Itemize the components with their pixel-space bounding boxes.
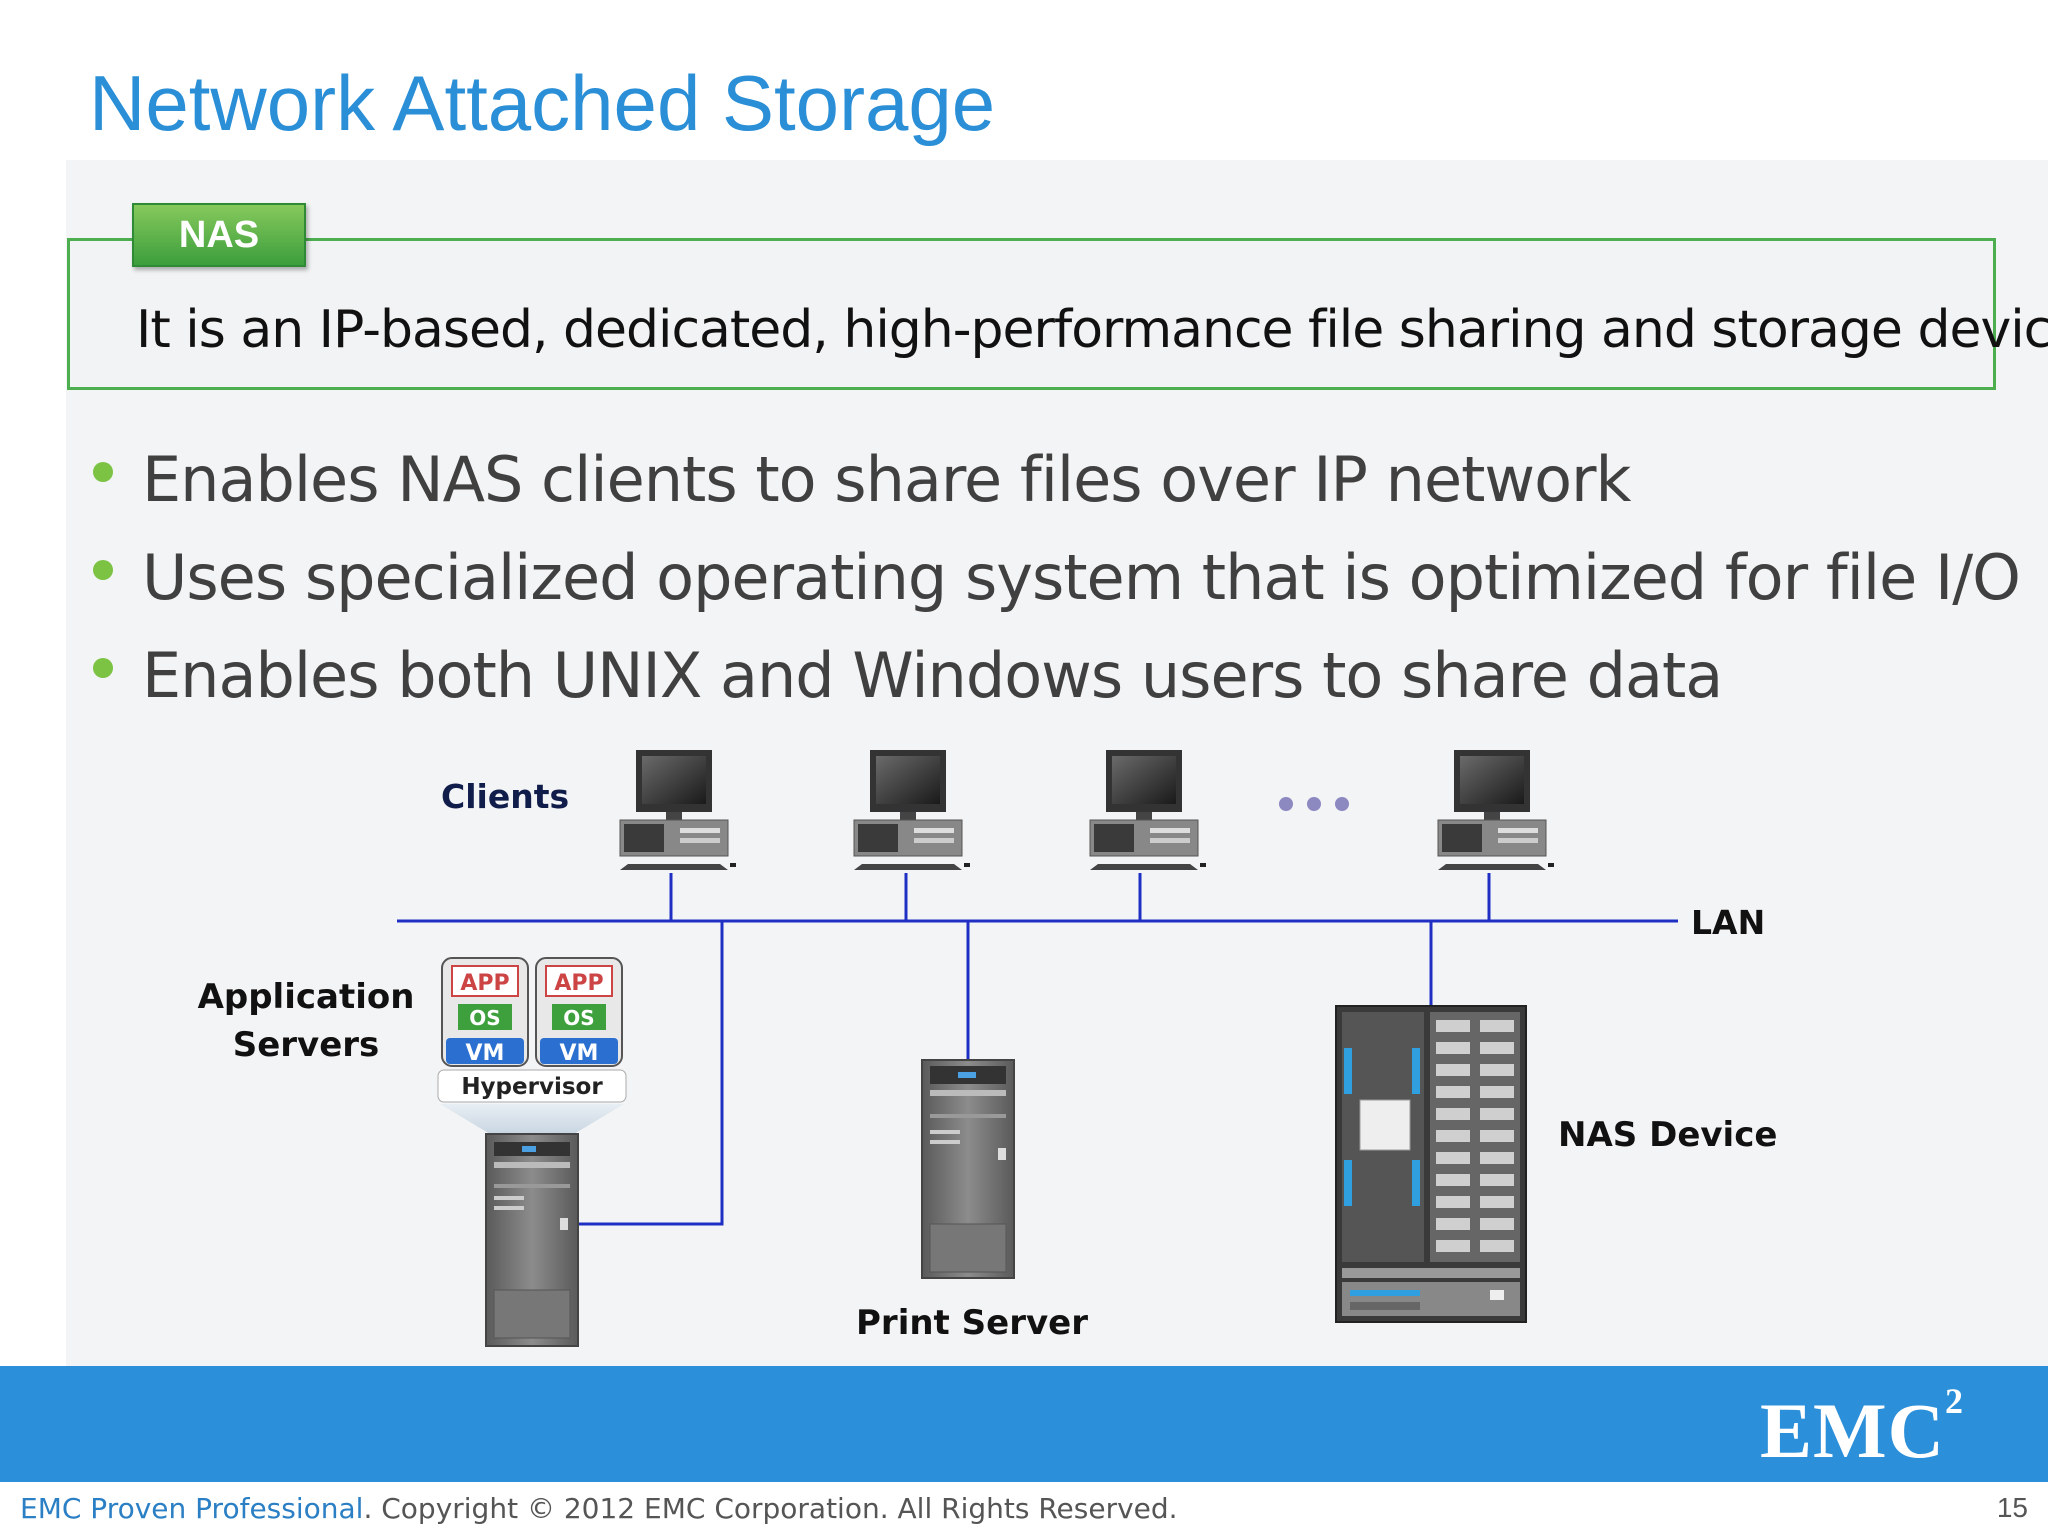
- bullet-item: Enables both UNIX and Windows users to s…: [88, 636, 2020, 734]
- clients-label: Clients: [441, 777, 569, 816]
- bullet-text: Enables both UNIX and Windows users to s…: [142, 639, 1723, 712]
- print-server-tower-icon: [921, 1059, 1015, 1279]
- app-servers-label-line1: Application: [198, 977, 415, 1017]
- vm-app-label: APP: [460, 971, 509, 996]
- app-servers-label-line2: Servers: [233, 1025, 380, 1065]
- lan-label: LAN: [1691, 903, 1765, 942]
- footer-copyright: EMC Proven Professional. Copyright © 201…: [20, 1492, 1178, 1525]
- vm-icon: APP OS VM: [441, 957, 529, 1067]
- bullet-item: Uses specialized operating system that i…: [88, 538, 2021, 636]
- client-computer-icon: [1089, 749, 1207, 871]
- definition-tag: NAS: [132, 203, 306, 267]
- client-computer-icon: [619, 749, 737, 871]
- page-number: 15: [1996, 1492, 2028, 1523]
- client-computer-icon: [1437, 749, 1555, 871]
- footer-brand: EMC Proven Professional: [20, 1492, 364, 1525]
- vm-app-label: APP: [554, 971, 603, 996]
- bullet-item: Enables NAS clients to share files over …: [88, 440, 2020, 538]
- lan-network-lines: [397, 873, 1678, 1226]
- hypervisor-box: Hypervisor: [437, 1069, 627, 1134]
- bullet-dot-icon: [93, 658, 113, 678]
- emc-logo: EMC2: [1760, 1381, 1964, 1474]
- page-title: Network Attached Storage: [89, 59, 996, 147]
- bullet-text: Enables NAS clients to share files over …: [142, 443, 1631, 516]
- definition-box: [67, 238, 1996, 390]
- hypervisor-label: Hypervisor: [461, 1074, 603, 1100]
- footer-copyright-text: . Copyright © 2012 EMC Corporation. All …: [363, 1492, 1178, 1525]
- bullet-dot-icon: [93, 462, 113, 482]
- application-server-tower-icon: [485, 1133, 579, 1347]
- bullet-text: Uses specialized operating system that i…: [142, 541, 2021, 614]
- vm-os-label: OS: [563, 1006, 594, 1030]
- print-server-label: Print Server: [856, 1303, 1088, 1343]
- definition-text: It is an IP-based, dedicated, high-perfo…: [136, 300, 2048, 360]
- vm-icon: APP OS VM: [535, 957, 623, 1067]
- nas-device-rack-icon: [1335, 1005, 1527, 1323]
- vm-os-label: OS: [469, 1006, 500, 1030]
- bullet-list: Enables NAS clients to share files over …: [88, 440, 2021, 734]
- footer-bar: [0, 1366, 2048, 1482]
- ellipsis-icon: [1279, 797, 1349, 811]
- vm-label: VM: [560, 1041, 599, 1066]
- bullet-dot-icon: [93, 560, 113, 580]
- client-computer-icon: [853, 749, 971, 871]
- nas-device-label: NAS Device: [1558, 1115, 1777, 1155]
- vm-label: VM: [466, 1041, 505, 1066]
